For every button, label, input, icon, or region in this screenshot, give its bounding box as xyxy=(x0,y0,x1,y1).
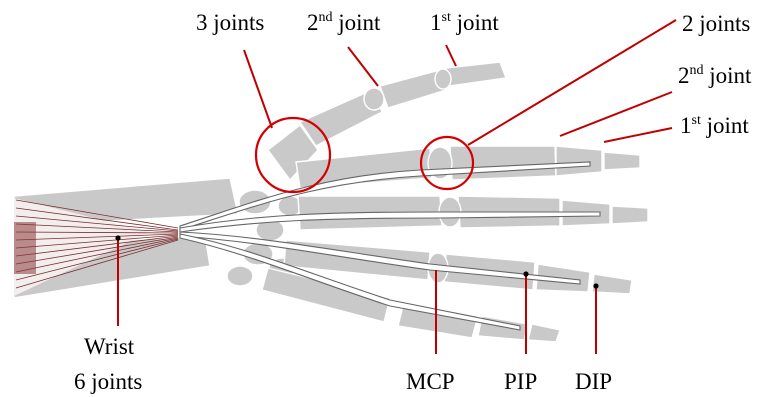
label-finger-2-joints: 2 joints xyxy=(682,12,750,35)
label-wrist-6-joints: 6 joints xyxy=(74,370,142,393)
label-wrist: Wrist xyxy=(84,335,134,358)
label-thumb-1st-joint: 1st joint xyxy=(430,11,499,34)
label-thumb-3-joints: 3 joints xyxy=(196,11,264,34)
label-pip: PIP xyxy=(504,370,537,393)
label-finger-1st-joint: 1st joint xyxy=(680,114,749,137)
label-finger-2nd-joint: 2nd joint xyxy=(678,64,751,87)
flexor-tendons xyxy=(180,162,600,330)
label-dip: DIP xyxy=(575,370,612,393)
label-mcp: MCP xyxy=(406,370,455,393)
label-thumb-2nd-joint: 2nd joint xyxy=(307,11,380,34)
